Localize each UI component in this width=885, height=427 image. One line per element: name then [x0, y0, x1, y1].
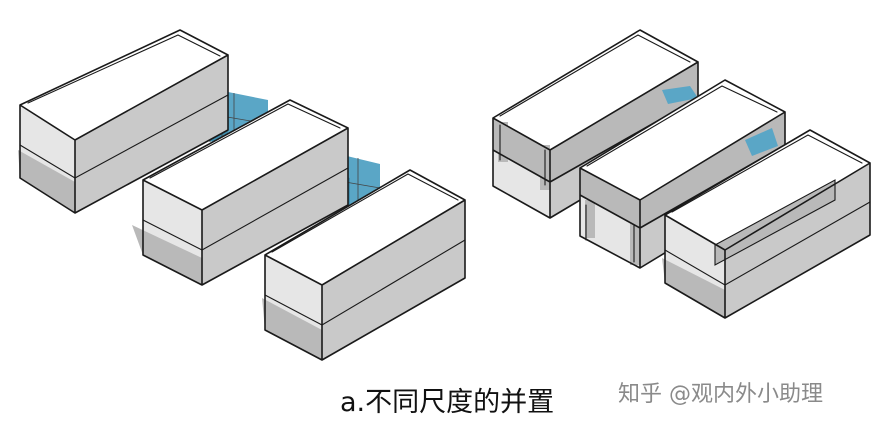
- figure-caption: a.不同尺度的并置: [340, 380, 580, 419]
- right-block-group: [493, 30, 870, 318]
- source-watermark: 知乎 @观内外小助理: [618, 376, 823, 408]
- left-block-group: [18, 30, 465, 360]
